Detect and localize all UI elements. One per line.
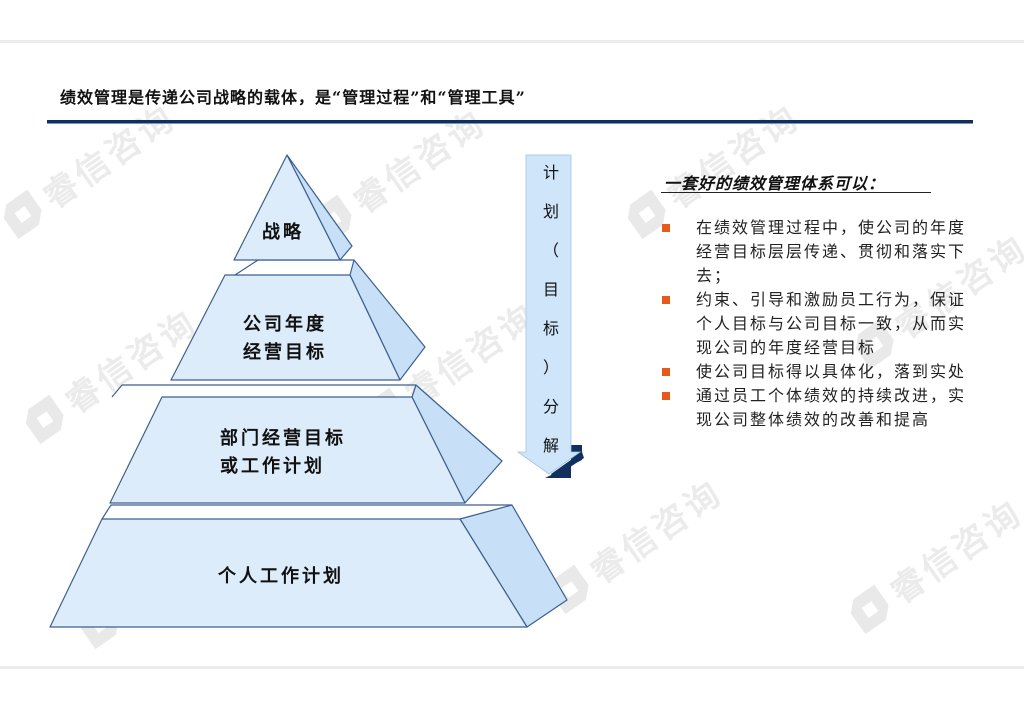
arrow-label: 计 划 （ 目 标 ） 分 解 [542, 163, 559, 455]
decomposition-arrow [516, 154, 584, 478]
list-item: 使公司目标得以具体化，落到实处 [662, 360, 972, 384]
list-item: 通过员工个体绩效的持续改进，实现公司整体绩效的改善和提高 [662, 384, 972, 432]
tier-1-front [233, 154, 341, 261]
page-edge-bottom [0, 666, 1024, 669]
square-bullet-icon [662, 224, 670, 232]
page-edge-top [0, 40, 1024, 43]
benefit-list: 在绩效管理过程中，使公司的年度经营目标层层传递、贯彻和落实下去； 约束、引导和激… [662, 216, 972, 432]
panel-heading-underline [661, 192, 931, 193]
tier-label-annual-goals: 公司年度 经营目标 [243, 314, 327, 363]
tier-label-department-goals: 部门经营目标 或工作计划 [220, 428, 346, 477]
tier-4-front [49, 518, 528, 628]
list-item: 在绩效管理过程中，使公司的年度经营目标层层传递、贯彻和落实下去； [662, 216, 972, 288]
square-bullet-icon [662, 392, 670, 400]
square-bullet-icon [662, 296, 670, 304]
tier-3-front [109, 396, 466, 504]
title-divider [47, 120, 973, 124]
slide-title: 绩效管理是传递公司战略的载体，是“管理过程”和“管理工具” [60, 88, 526, 107]
list-item: 约束、引导和激励员工行为，保证个人目标与公司目标一致，从而实现公司的年度经营目标 [662, 288, 972, 360]
tier-label-personal-plan: 个人工作计划 [218, 566, 344, 587]
tier-label-strategy: 战略 [262, 222, 304, 243]
tier-2-front [170, 274, 401, 381]
panel-heading: 一套好的绩效管理体系可以： [664, 174, 886, 193]
square-bullet-icon [662, 368, 670, 376]
